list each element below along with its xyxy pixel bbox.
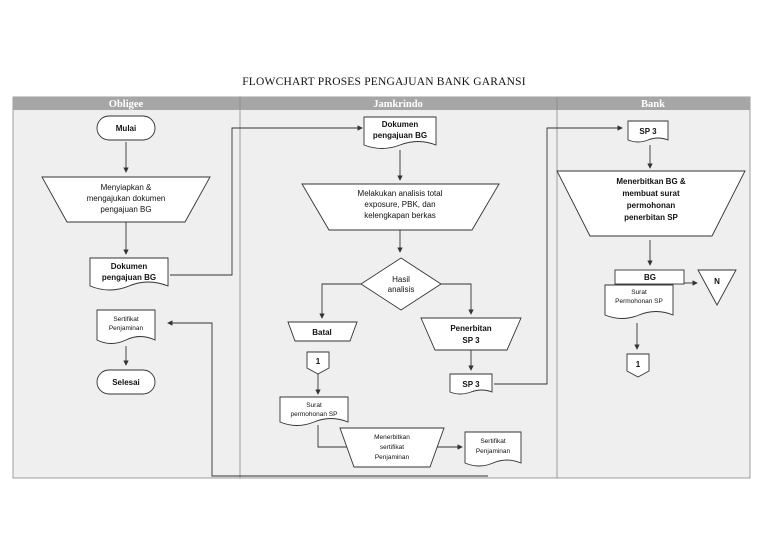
process-menyiapkan: Menyiapkan & mengajukan dokumen pengajua…: [41, 176, 211, 223]
svg-text:exposure, PBK, dan: exposure, PBK, dan: [364, 200, 435, 209]
svg-text:Surat: Surat: [631, 289, 647, 296]
svg-text:pengajuan BG: pengajuan BG: [102, 273, 156, 282]
lane-header-jamkrindo: Jamkrindo: [373, 99, 423, 110]
document-pengajuan-obligee: Dokumen pengajuan BG: [89, 257, 169, 291]
process-analisis: Melakukan analisis total exposure, PBK, …: [301, 183, 500, 231]
svg-text:Dokumen: Dokumen: [111, 262, 148, 271]
process-penerbitan-sp3: Penerbitan SP 3: [420, 317, 522, 351]
offpage-connector-1-bank: 1: [626, 353, 650, 378]
document-surat-permohonan-jamkrindo: Surat permohonan SP: [279, 396, 349, 426]
svg-text:SP 3: SP 3: [462, 336, 480, 345]
svg-text:Selesai: Selesai: [112, 378, 140, 387]
svg-text:Penjaminan: Penjaminan: [109, 325, 144, 332]
start-terminator: Mulai: [96, 115, 156, 141]
svg-text:Menerbitkan: Menerbitkan: [374, 434, 410, 441]
svg-text:Mulai: Mulai: [116, 124, 136, 133]
process-menerbitkan-bg: Menerbitkan BG & membuat surat permohona…: [556, 170, 746, 237]
process-batal: Batal: [287, 321, 358, 342]
svg-text:Hasil: Hasil: [392, 275, 410, 284]
process-menerbitkan-sertifikat: Menerbitkan sertifikat Penjaminan: [339, 427, 445, 468]
svg-text:pengajuan BG: pengajuan BG: [100, 205, 151, 214]
svg-text:Penerbitan: Penerbitan: [450, 324, 491, 333]
svg-text:Penjaminan: Penjaminan: [476, 448, 511, 455]
lane-header-bank: Bank: [641, 99, 665, 110]
svg-text:mengajukan dokumen: mengajukan dokumen: [87, 194, 166, 203]
svg-text:pengajuan BG: pengajuan BG: [373, 131, 427, 140]
offpage-connector-n: N: [697, 269, 737, 306]
svg-text:kelengkapan berkas: kelengkapan berkas: [364, 211, 436, 220]
svg-text:permohonan: permohonan: [627, 201, 676, 210]
svg-text:Dokumen: Dokumen: [382, 120, 419, 129]
offpage-connector-1-jamkrindo: 1: [306, 351, 330, 375]
document-pengajuan-jamkrindo: Dokumen pengajuan BG: [363, 116, 437, 149]
svg-text:Batal: Batal: [312, 328, 332, 337]
svg-text:Melakukan analisis total: Melakukan analisis total: [358, 189, 443, 198]
svg-text:Penjaminan: Penjaminan: [375, 454, 410, 461]
svg-text:Permohonan SP: Permohonan SP: [615, 298, 663, 305]
svg-text:Sertifikat: Sertifikat: [113, 316, 138, 323]
lane-header-obligee: Obligee: [109, 99, 144, 110]
svg-text:N: N: [714, 277, 720, 286]
document-sertifikat-obligee: Sertifikat Penjaminan: [96, 309, 156, 344]
document-surat-permohonan-bank: Surat Permohonan SP: [604, 284, 674, 319]
svg-text:1: 1: [636, 360, 641, 369]
document-sertifikat-jamkrindo: Sertifikat Penjaminan: [464, 431, 522, 467]
document-sp3-bank: SP 3: [627, 120, 669, 143]
decision-hasil-analisis: Hasil analisis: [360, 257, 442, 311]
svg-text:permohonan SP: permohonan SP: [291, 411, 338, 418]
svg-text:penerbitan SP: penerbitan SP: [624, 213, 678, 222]
document-sp3-jamkrindo: SP 3: [449, 373, 493, 395]
end-terminator: Selesai: [96, 369, 156, 395]
document-bg: BG: [614, 269, 685, 285]
svg-text:1: 1: [316, 357, 321, 366]
svg-text:analisis: analisis: [388, 285, 415, 294]
page-title: FLOWCHART PROSES PENGAJUAN BANK GARANSI: [242, 76, 526, 88]
svg-text:Menerbitkan BG &: Menerbitkan BG &: [616, 177, 686, 186]
svg-text:BG: BG: [644, 273, 656, 282]
svg-text:membuat surat: membuat surat: [622, 189, 680, 198]
svg-text:sertifikat: sertifikat: [380, 444, 404, 451]
svg-text:SP 3: SP 3: [462, 380, 480, 389]
svg-text:Surat: Surat: [306, 402, 322, 409]
svg-text:Sertifikat: Sertifikat: [480, 438, 505, 445]
svg-text:SP 3: SP 3: [639, 127, 657, 136]
svg-text:Menyiapkan &: Menyiapkan &: [101, 183, 152, 192]
